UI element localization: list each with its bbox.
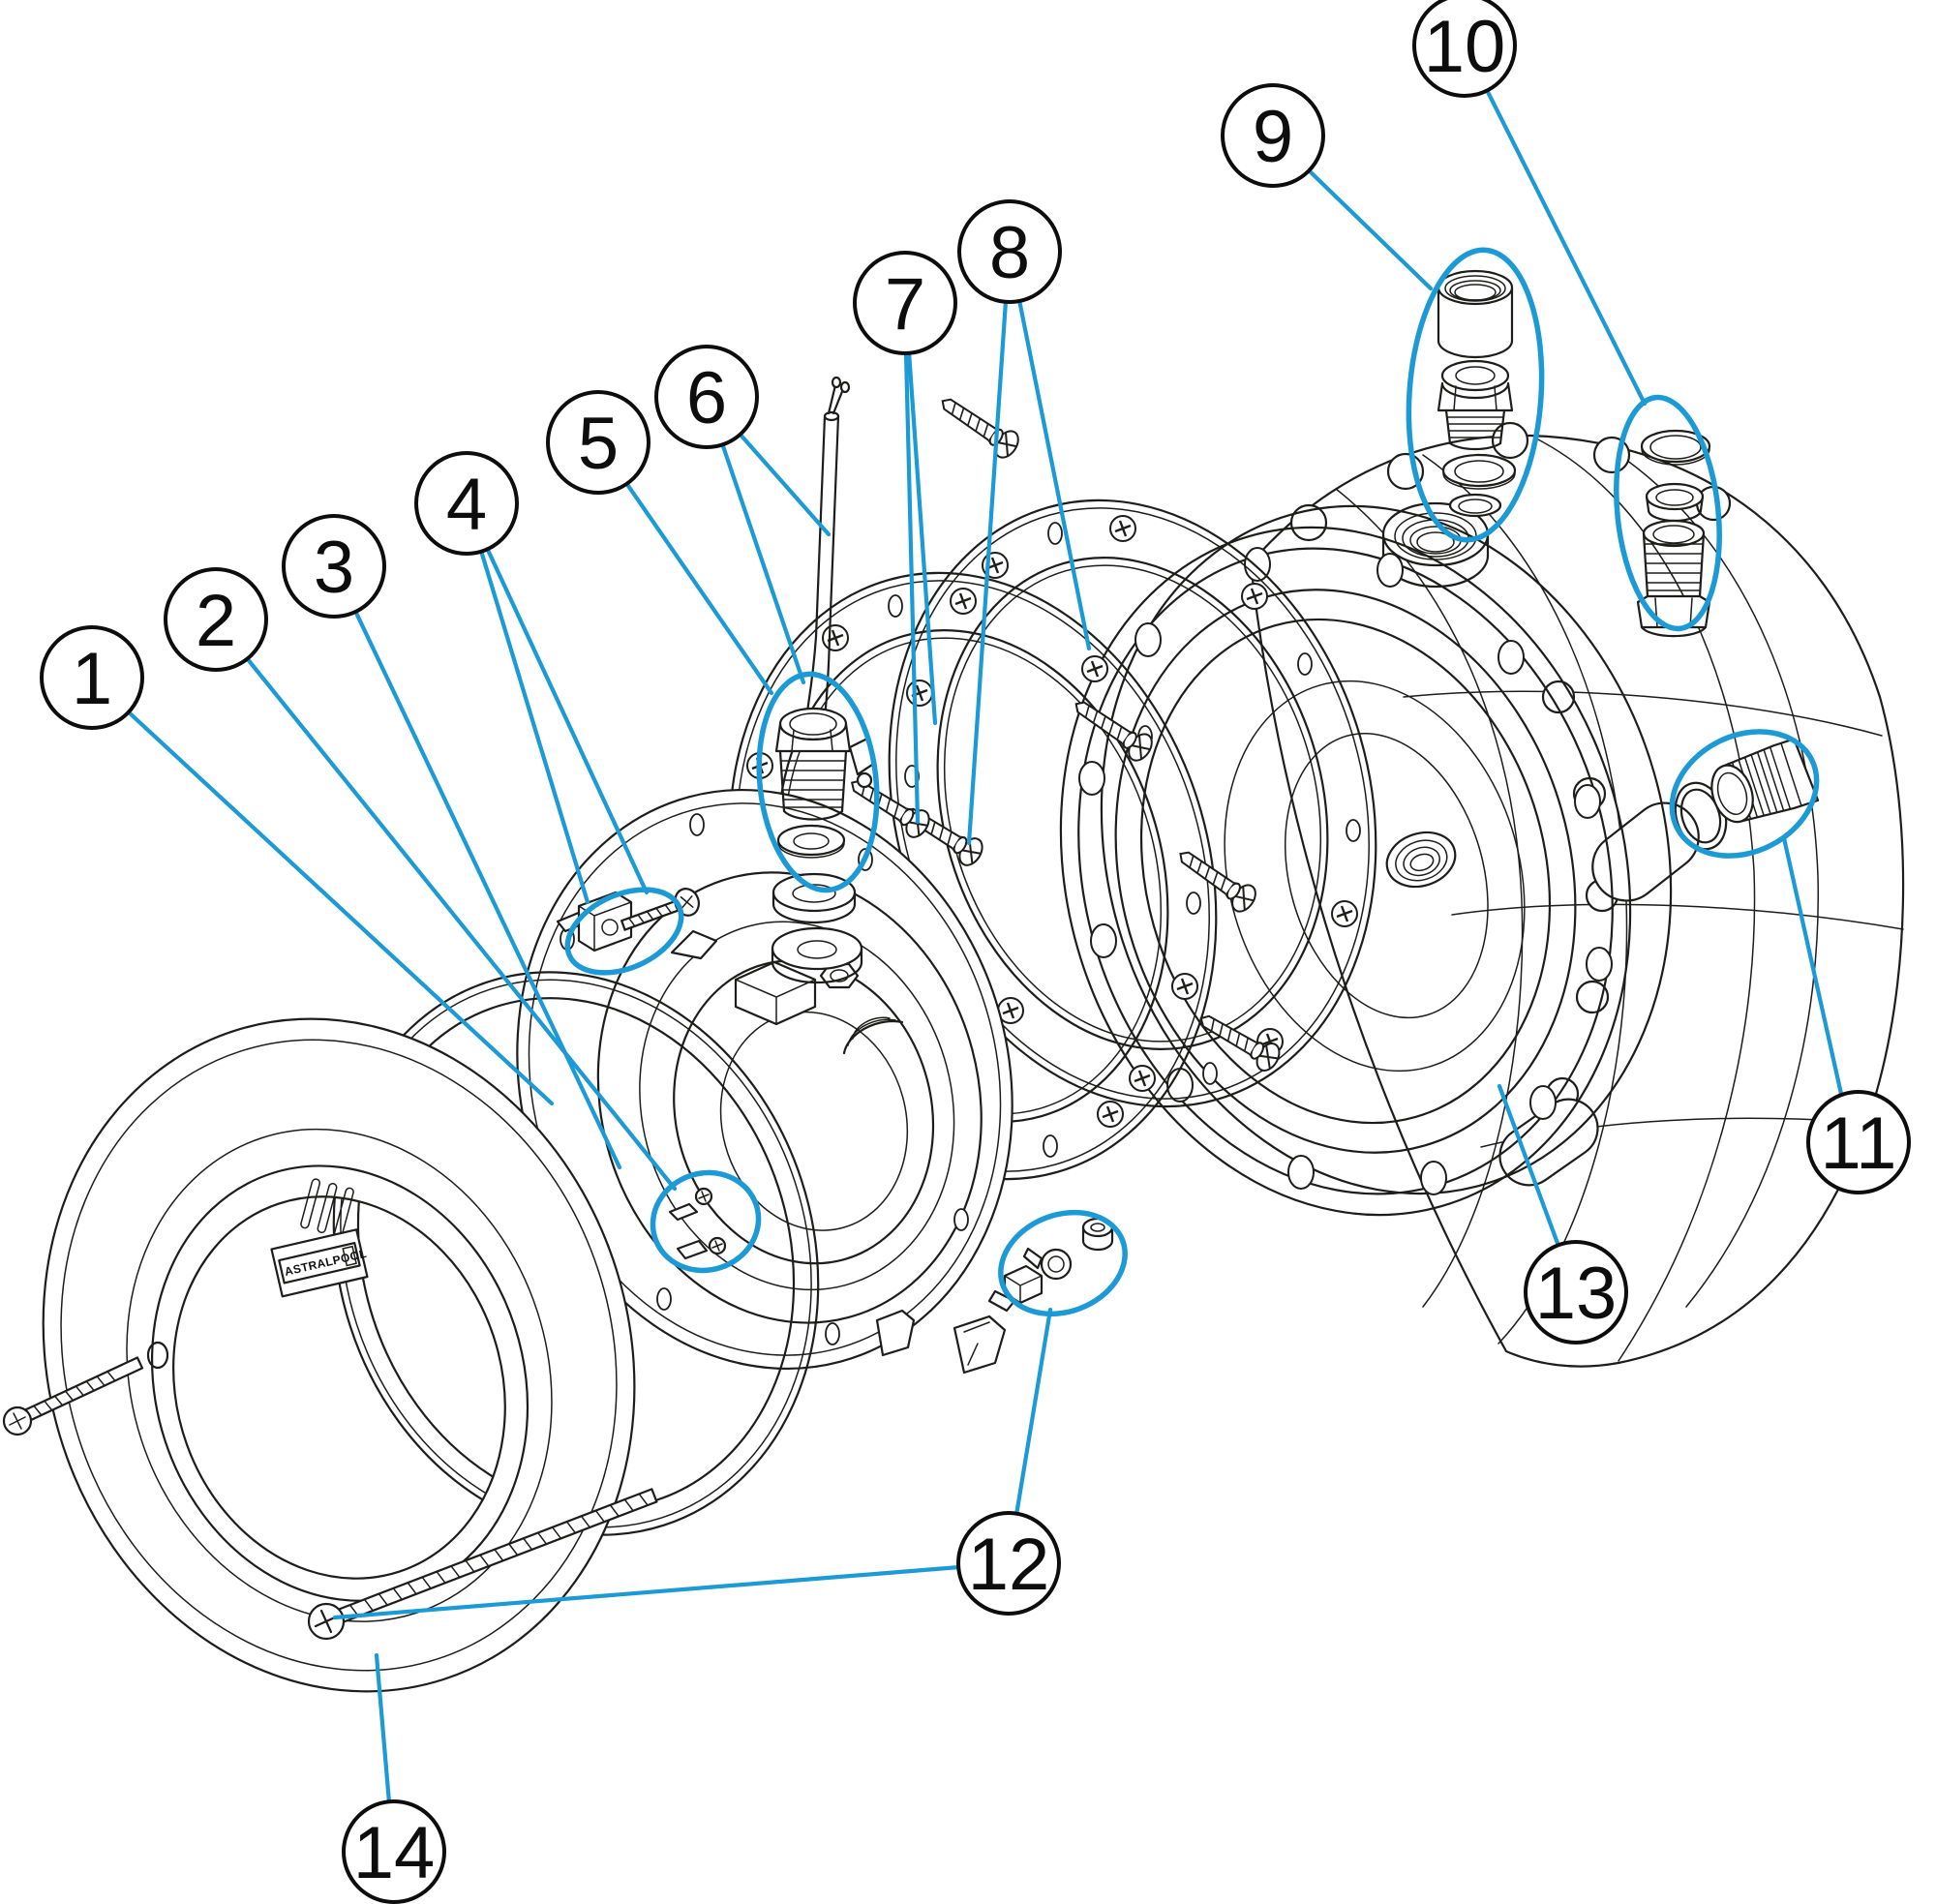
vent-slots bbox=[300, 1178, 354, 1238]
callout-3: 3 bbox=[282, 514, 386, 619]
callout-10: 10 bbox=[1412, 0, 1517, 98]
callout-13-number: 13 bbox=[1535, 1253, 1618, 1335]
leader-line-2 bbox=[244, 655, 678, 1192]
part-bezel-screw-left bbox=[2, 1356, 144, 1436]
callout-1: 1 bbox=[40, 625, 144, 730]
leader-line-4b bbox=[484, 545, 650, 895]
leader-line-9 bbox=[1306, 167, 1434, 291]
leader-line-7b bbox=[903, 349, 921, 825]
leader-line-13 bbox=[1497, 1083, 1561, 1249]
leader-line-14 bbox=[374, 1652, 392, 1805]
leader-line-11 bbox=[1781, 835, 1844, 1097]
part-gland-reducer-set bbox=[1614, 394, 1722, 638]
part-cable-gland-stack bbox=[756, 671, 880, 984]
part-clamp-and-screw bbox=[556, 887, 700, 976]
part-plug-and-o-ring bbox=[1669, 729, 1820, 859]
gland-reducer-oval bbox=[1614, 394, 1722, 632]
callout-7-number: 7 bbox=[885, 263, 925, 346]
terminal-clip-kit-oval bbox=[998, 1209, 1128, 1317]
callout-8: 8 bbox=[957, 199, 1062, 304]
leader-line-10 bbox=[1484, 87, 1648, 407]
part-lamp-assembly bbox=[516, 788, 1013, 1375]
leader-line-3 bbox=[352, 608, 622, 1170]
callouts: 1 2 3 4 5 6 7 8 9 10 11 12 13 14 bbox=[40, 0, 1911, 1904]
callout-12: 12 bbox=[956, 1511, 1061, 1616]
callout-2-number: 2 bbox=[196, 580, 236, 662]
clamp-and-screw-oval bbox=[564, 887, 684, 976]
callout-6: 6 bbox=[654, 345, 759, 449]
callout-14: 14 bbox=[342, 1799, 446, 1904]
callout-11-number: 11 bbox=[1821, 1103, 1897, 1185]
part-terminal-screws bbox=[650, 1169, 762, 1274]
callout-4-number: 4 bbox=[446, 464, 487, 546]
terminal-screws-oval bbox=[650, 1169, 762, 1274]
callout-14-number: 14 bbox=[353, 1812, 436, 1894]
callout-10-number: 10 bbox=[1424, 6, 1506, 88]
part-power-cable bbox=[804, 376, 851, 748]
leader-line-8a bbox=[966, 298, 1009, 846]
leader-line-5 bbox=[623, 480, 774, 696]
conduit-coupling-oval bbox=[1406, 247, 1545, 543]
leader-line-12b bbox=[332, 1564, 962, 1620]
callout-2: 2 bbox=[164, 567, 268, 672]
callout-6-number: 6 bbox=[686, 357, 727, 439]
callout-3-number: 3 bbox=[314, 527, 354, 609]
callout-5-number: 5 bbox=[578, 403, 619, 485]
part-terminal-clip-kit bbox=[987, 1209, 1128, 1317]
housing-inner-port bbox=[1385, 831, 1457, 889]
leader-line-4a bbox=[478, 548, 590, 905]
brand-plate: ASTRALPOOL bbox=[270, 1228, 369, 1298]
leader-line-6a bbox=[737, 431, 832, 537]
leader-line-8b bbox=[1016, 297, 1092, 651]
leader-lines bbox=[125, 87, 1844, 1805]
callout-7: 7 bbox=[853, 251, 957, 355]
callout-9: 9 bbox=[1221, 83, 1325, 188]
leader-line-7a bbox=[906, 349, 938, 726]
part-niche-housing bbox=[1059, 421, 1905, 1368]
callout-1-number: 1 bbox=[72, 638, 112, 720]
callout-9-number: 9 bbox=[1253, 96, 1293, 178]
callout-13: 13 bbox=[1524, 1240, 1628, 1345]
leader-line-12a bbox=[1013, 1307, 1053, 1518]
leader-line-1 bbox=[125, 709, 555, 1106]
callout-5: 5 bbox=[546, 390, 650, 495]
cable-gland-stack-oval bbox=[756, 671, 880, 893]
leader-line-6b bbox=[719, 440, 806, 685]
callout-12-number: 12 bbox=[968, 1524, 1050, 1606]
part-conduit-coupling-set bbox=[1406, 247, 1545, 543]
callout-11: 11 bbox=[1806, 1090, 1911, 1194]
callout-8-number: 8 bbox=[989, 212, 1030, 294]
plug-o-ring-oval bbox=[1669, 729, 1820, 859]
callout-4: 4 bbox=[414, 451, 519, 556]
